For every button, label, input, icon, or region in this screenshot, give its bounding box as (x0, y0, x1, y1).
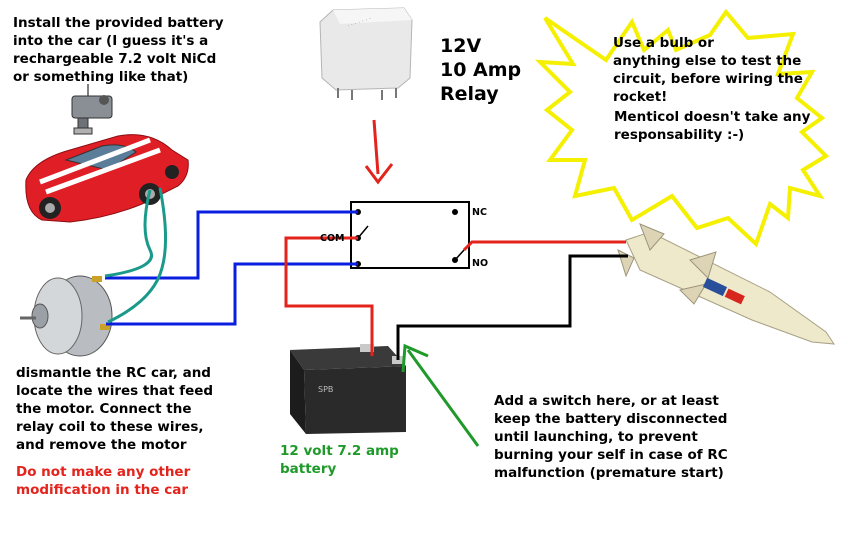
relay-contacts (355, 209, 465, 267)
motor-icon (20, 275, 113, 357)
battery-icon: SPB (290, 344, 406, 434)
blue-wire-top (105, 210, 358, 280)
blue-wire-bottom (106, 262, 358, 326)
pin-nc-label: NC (472, 207, 487, 218)
responsibility-note: Menticol doesn't take any responsability… (614, 109, 811, 143)
test-bulb-note: Use a bulb or anything else to test the … (613, 35, 803, 105)
red-arrow-icon (364, 119, 394, 185)
relay-symbol (350, 201, 470, 269)
green-arrow-icon (401, 343, 480, 447)
pin-com-label: COM (320, 233, 345, 244)
no-modification-note: Do not make any other modification in th… (16, 464, 191, 498)
switch-note: Add a switch here, or at least keep the … (494, 393, 728, 481)
relay-title: 12V 10 Amp Relay (440, 35, 522, 105)
teal-wire-2 (107, 187, 168, 324)
dismantle-note: dismantle the RC car, and locate the wir… (16, 365, 214, 453)
red-wire-no (462, 240, 626, 252)
relay-icon: · · · · · · · (319, 7, 413, 100)
pin-no-label: NO (472, 258, 489, 269)
red-wire-com (284, 236, 374, 356)
battery-label: 12 volt 7.2 amp battery (280, 443, 399, 477)
starburst-icon (534, 8, 830, 248)
rocket-icon (617, 223, 835, 345)
svg-text:SPB: SPB (318, 385, 333, 394)
battery-install-note: Install the provided battery into the ca… (13, 15, 224, 85)
remote-control-icon (71, 84, 113, 135)
teal-wire-1 (104, 189, 153, 278)
black-wire (396, 254, 628, 360)
